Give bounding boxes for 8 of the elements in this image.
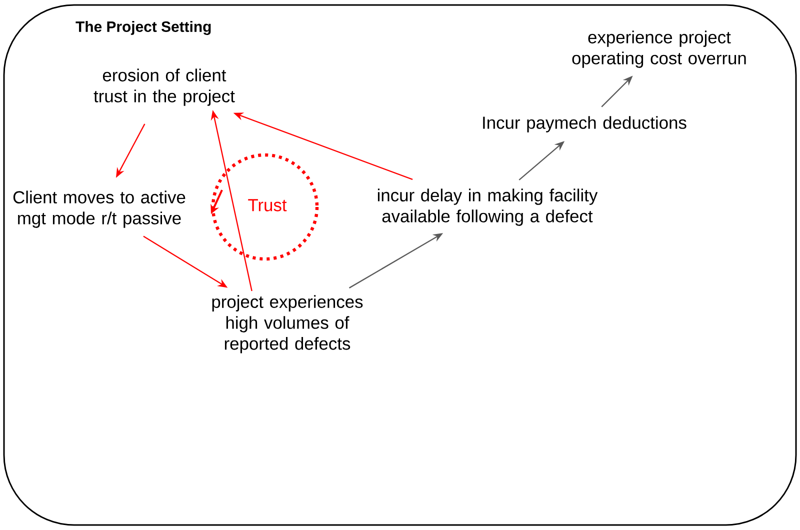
- loop-label: Trust: [248, 199, 287, 212]
- node-text: Client moves to active mgt mode r/t passive: [13, 190, 186, 228]
- node-text: project experiences high volumes of reported defects: [212, 295, 363, 354]
- node-text: incur delay in making facility available following a defect: [378, 188, 598, 226]
- node-text: erosion of client trust in the project: [94, 68, 235, 106]
- title: The Project Setting: [76, 21, 211, 35]
- node-text: experience project operating cost overrun: [572, 30, 746, 68]
- node-text: Incur paymech deductions: [483, 116, 686, 132]
